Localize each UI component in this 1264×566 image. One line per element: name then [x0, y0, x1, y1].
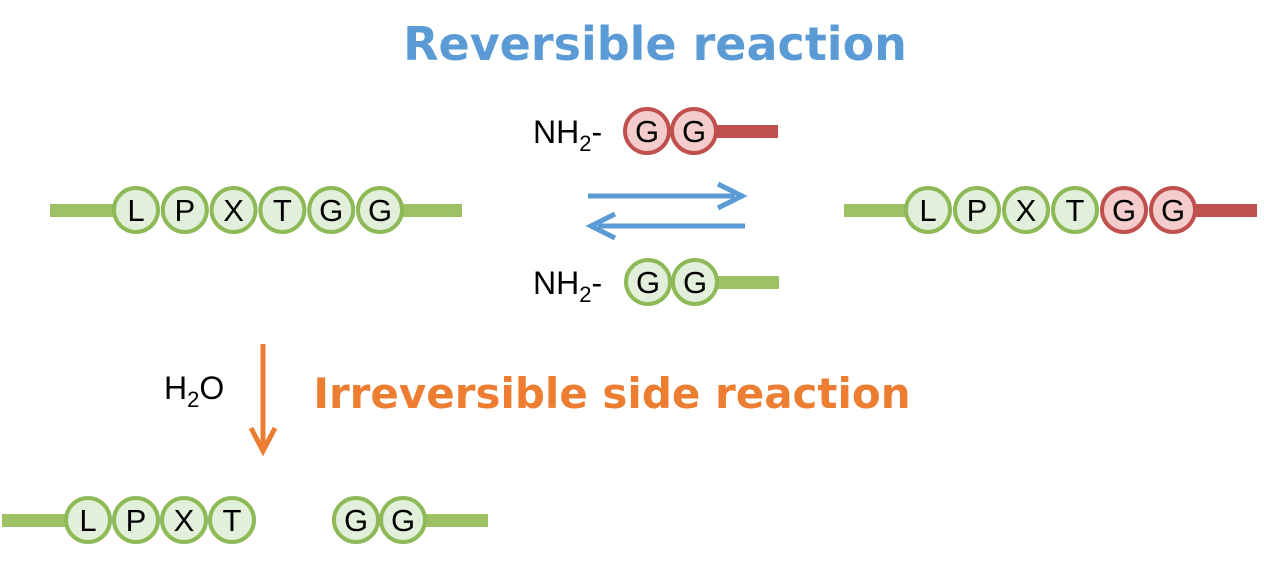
residue-g: G	[1149, 186, 1197, 234]
residue-circle	[209, 186, 258, 234]
residue-g: G	[379, 496, 427, 544]
residue-letter: P	[174, 193, 195, 228]
residue-circle	[1149, 186, 1197, 234]
residue-letter: L	[79, 503, 96, 538]
residue-circle	[1002, 186, 1050, 234]
hydrolysis-left-backbone	[2, 514, 72, 527]
residue-circle	[64, 496, 112, 544]
residue-t: T	[1051, 186, 1099, 234]
residue-x: X	[1002, 186, 1050, 234]
arrow-left-icon	[585, 211, 745, 241]
product-backbone-right	[1185, 204, 1257, 217]
residue-circle	[1051, 186, 1099, 234]
arrow-down-icon	[248, 344, 278, 457]
residue-g: G	[670, 107, 718, 155]
nh2-label-top: NH2-	[533, 114, 602, 156]
residue-g: G	[307, 186, 356, 234]
residue-l: L	[64, 496, 112, 544]
residue-letter: X	[174, 503, 195, 538]
residue-circle	[671, 258, 719, 306]
residue-circle	[624, 258, 672, 306]
water-label: H2O	[164, 370, 224, 412]
peptide-backbones	[2, 125, 1257, 527]
reversible-reaction-title: Reversible reaction	[403, 17, 907, 71]
residue-letter: G	[1112, 193, 1136, 228]
hydrolysis-right-backbone	[415, 514, 488, 527]
residue-letter: L	[919, 193, 936, 228]
residue-letter: G	[636, 265, 660, 300]
residue-letter: G	[344, 503, 368, 538]
residue-letter: G	[1161, 193, 1185, 228]
residue-circle	[258, 186, 307, 234]
residue-letter: T	[223, 503, 242, 538]
arrow-right-icon	[588, 181, 748, 211]
residue-circle	[356, 186, 404, 234]
residue-circle	[1100, 186, 1148, 234]
residue-letter: G	[368, 193, 392, 228]
residue-letter: G	[319, 193, 343, 228]
residue-p: P	[112, 496, 160, 544]
residue-letter: G	[682, 114, 706, 149]
residue-p: P	[953, 186, 1001, 234]
residue-l: L	[904, 186, 952, 234]
residue-letter: L	[127, 193, 144, 228]
residue-circle	[307, 186, 356, 234]
residue-letter: P	[126, 503, 147, 538]
residue-letter: G	[391, 503, 415, 538]
nucleophile-bottom-backbone	[705, 276, 779, 289]
residue-letter: T	[273, 193, 292, 228]
residue-x: X	[209, 186, 258, 234]
residue-circle	[670, 107, 718, 155]
residue-letter: T	[1066, 193, 1085, 228]
residue-g: G	[623, 107, 671, 155]
residue-circle	[904, 186, 952, 234]
residue-x: X	[160, 496, 208, 544]
residue-circle	[112, 186, 160, 234]
product-backbone-left	[844, 204, 919, 217]
residue-circle	[160, 496, 208, 544]
nh2-label-bottom: NH2-	[533, 265, 602, 307]
residue-circle	[208, 496, 256, 544]
residue-circle	[332, 496, 380, 544]
residue-g: G	[1100, 186, 1148, 234]
residue-t: T	[258, 186, 307, 234]
residue-g: G	[332, 496, 380, 544]
residue-l: L	[112, 186, 160, 234]
irreversible-reaction-title: Irreversible side reaction	[313, 369, 910, 418]
nucleophile-top-backbone	[705, 125, 778, 138]
residue-letter: X	[223, 193, 244, 228]
residue-g: G	[356, 186, 404, 234]
residue-g: G	[671, 258, 719, 306]
residue-g: G	[624, 258, 672, 306]
residue-letter: G	[683, 265, 707, 300]
substrate-backbone-left	[50, 204, 120, 217]
residue-letter: P	[967, 193, 988, 228]
residue-circle	[160, 186, 209, 234]
substrate-backbone-right	[390, 204, 462, 217]
residue-circle	[953, 186, 1001, 234]
residue-letter: G	[635, 114, 659, 149]
residue-circle	[379, 496, 427, 544]
residue-circle	[112, 496, 160, 544]
residue-letter: X	[1016, 193, 1037, 228]
residue-p: P	[160, 186, 209, 234]
residue-circle	[623, 107, 671, 155]
residue-t: T	[208, 496, 256, 544]
